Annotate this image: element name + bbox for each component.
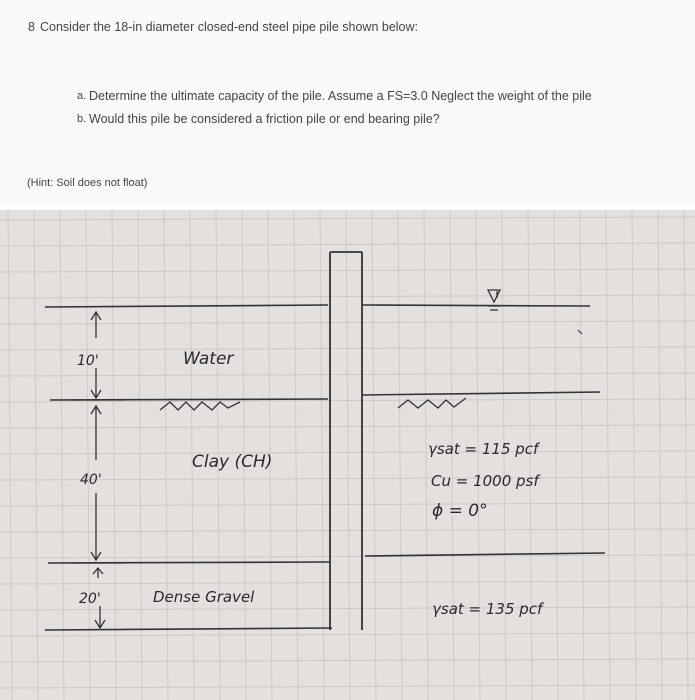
question-title: Consider the 18-in diameter closed-end s… bbox=[40, 20, 418, 34]
clay-phi-label: ϕ = 0° bbox=[432, 501, 488, 521]
question-panel: 8 Consider the 18-in diameter closed-end… bbox=[0, 0, 695, 204]
hint-text: (Hint: Soil does not float) bbox=[27, 177, 148, 189]
separator bbox=[0, 204, 695, 210]
clay-cu-label: Cu = 1000 psf bbox=[431, 472, 541, 490]
gravel-label: Dense Gravel bbox=[153, 588, 255, 606]
mudline-hatch bbox=[159, 397, 467, 411]
mudline-right bbox=[361, 391, 601, 396]
strata-lines bbox=[44, 304, 606, 631]
clay-gravel-boundary-right bbox=[364, 552, 606, 557]
graph-paper-grid bbox=[0, 210, 695, 700]
part-b-letter: b. bbox=[77, 113, 87, 125]
part-a-text: Determine the ultimate capacity of the p… bbox=[89, 89, 592, 103]
gravel-gamma-label: γsat = 135 pcf bbox=[432, 600, 545, 618]
dimension-marks bbox=[70, 310, 125, 630]
clay-label: Clay (CH) bbox=[192, 452, 272, 472]
clay-depth-label: 40' bbox=[80, 472, 102, 488]
water-surface-left bbox=[44, 304, 329, 308]
part-b-text: Would this pile be considered a friction… bbox=[89, 112, 440, 126]
water-depth-label: 10' bbox=[77, 353, 99, 369]
pile-sketch: 10' Water 40' Clay (CH) γsat = 115 pcf C… bbox=[0, 210, 695, 700]
water-table-symbol bbox=[486, 289, 502, 311]
pile-tip-line bbox=[44, 627, 333, 631]
clay-gamma-label: γsat = 115 pcf bbox=[428, 440, 541, 458]
question-number: 8 bbox=[28, 20, 35, 34]
gravel-depth-label: 20' bbox=[79, 591, 101, 607]
pencil-mark bbox=[577, 329, 583, 335]
part-a-letter: a. bbox=[77, 90, 87, 102]
sketch-photo: 10' Water 40' Clay (CH) γsat = 115 pcf C… bbox=[0, 210, 695, 700]
water-surface-right bbox=[361, 304, 591, 307]
pile bbox=[329, 251, 363, 630]
water-label: Water bbox=[183, 349, 234, 369]
